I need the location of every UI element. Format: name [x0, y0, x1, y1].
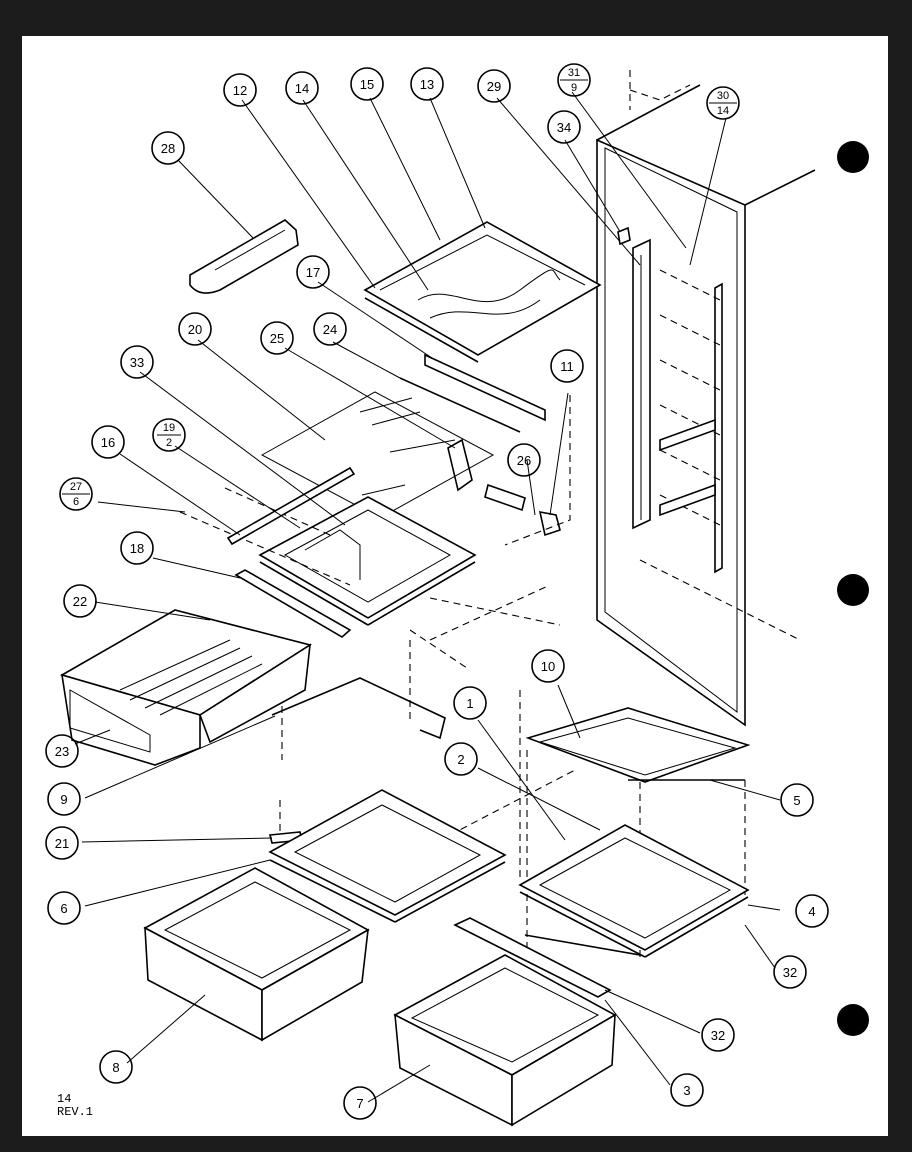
callout-23: 23	[55, 744, 69, 759]
leader-lines	[74, 91, 781, 1103]
binder-hole	[837, 1004, 869, 1036]
binder-hole	[837, 141, 869, 173]
sheet-number: 14	[57, 1092, 72, 1106]
callout-22: 22	[73, 594, 87, 609]
binder-hole	[837, 574, 869, 606]
callout-19-top: 19	[163, 422, 175, 434]
crisper-rail-16	[226, 466, 356, 546]
callout-25: 25	[270, 331, 284, 346]
cabinet-side-panel	[596, 70, 816, 727]
callout-labels: 12 14 15 13 29 34 28 17 20 25 24 33 11 1…	[55, 67, 816, 1111]
callout-13: 13	[420, 77, 434, 92]
meat-drawer-7	[393, 954, 617, 1127]
shelf-4	[518, 824, 750, 958]
crisper-rail-18	[234, 569, 352, 638]
top-glass-shelf	[363, 221, 602, 363]
bracket-11	[504, 395, 571, 546]
crisper-drawer-22	[59, 609, 312, 766]
callout-18: 18	[130, 541, 144, 556]
callout-31-top: 31	[568, 67, 580, 79]
callout-10: 10	[541, 659, 555, 674]
callout-11: 11	[560, 359, 574, 374]
drawer-rail-3	[453, 917, 612, 998]
callout-27-top: 27	[70, 481, 82, 493]
callout-6: 6	[60, 901, 67, 916]
callout-1: 1	[466, 696, 473, 711]
callout-2: 2	[457, 752, 464, 767]
callout-12: 12	[233, 83, 247, 98]
callout-26: 26	[517, 453, 531, 468]
trim-24	[399, 377, 521, 433]
shelf-trim-17	[424, 353, 546, 422]
callout-32-upper: 32	[783, 965, 797, 980]
callout-20: 21	[55, 836, 69, 851]
callout-33: 33	[130, 355, 144, 370]
callout-16: 16	[101, 435, 115, 450]
callout-8: 8	[112, 1060, 119, 1075]
callout-27-bottom: 6	[73, 496, 79, 508]
callout-19-bottom: 2	[166, 437, 172, 449]
callout-32-lower: 32	[711, 1028, 725, 1043]
drawer-rail-9	[271, 677, 446, 740]
callout-30-bottom: 14	[717, 105, 729, 117]
door-bin-28	[189, 219, 299, 294]
callout-30-top: 30	[717, 90, 729, 102]
callout-circles	[45, 67, 829, 1120]
callout-29: 29	[487, 79, 501, 94]
bracket-25	[447, 438, 473, 492]
callout-7: 7	[356, 1096, 363, 1111]
deli-compartment-10	[525, 707, 751, 783]
clip-34	[617, 226, 631, 246]
callout-15: 15	[360, 77, 374, 92]
callout-5: 5	[793, 793, 800, 808]
callout-14: 14	[295, 81, 309, 96]
callout-3: 3	[683, 1083, 690, 1098]
vegetable-drawer-8	[143, 867, 370, 1042]
revision-label: REV.1	[57, 1105, 94, 1119]
callout-28: 28	[161, 141, 175, 156]
callout-21: 20	[188, 322, 202, 337]
callout-9: 9	[60, 792, 67, 807]
hinge-26	[484, 483, 526, 512]
callout-4: 4	[808, 904, 815, 919]
callout-34: 34	[557, 120, 571, 135]
crisper-cover-6	[268, 789, 507, 923]
callout-17: 17	[306, 265, 320, 280]
shelf-ladder-rails	[632, 238, 723, 574]
callout-24: 24	[323, 322, 337, 337]
callout-31-bottom: 9	[571, 82, 577, 94]
fraction-callout-circles	[59, 63, 740, 511]
